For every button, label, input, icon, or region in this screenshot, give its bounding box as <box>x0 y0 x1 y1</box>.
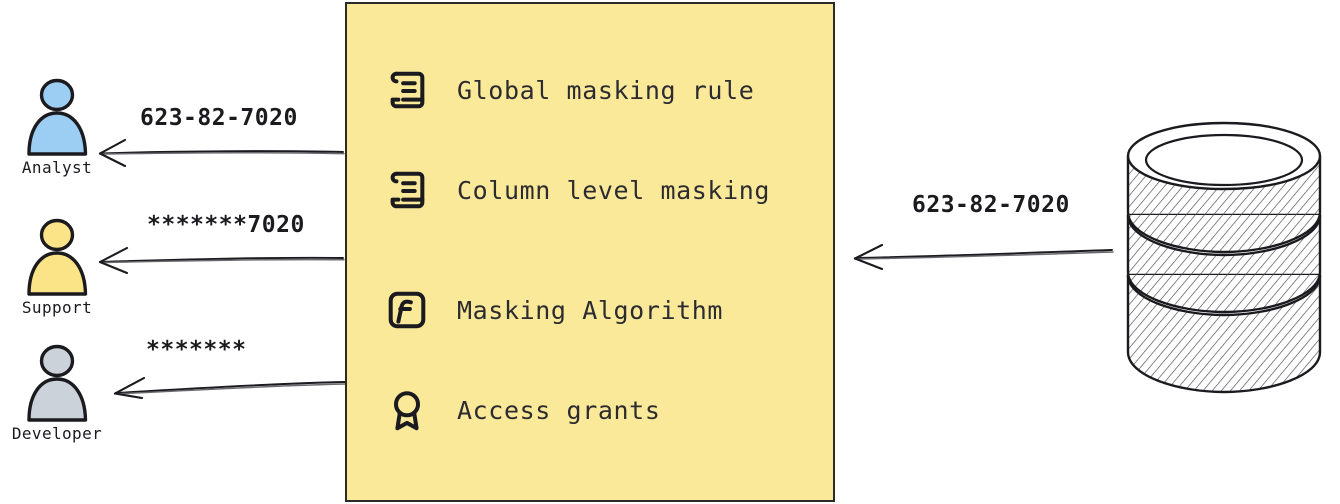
person-icon <box>14 344 100 422</box>
arrow-from-database: 623-82-7020 <box>850 190 1120 270</box>
actor-analyst[interactable]: Analyst <box>2 78 112 177</box>
actor-label: Analyst <box>21 158 93 177</box>
function-icon <box>383 286 431 334</box>
arrow-to-developer: ******* <box>108 337 348 399</box>
feature-label: Column level masking <box>457 175 771 205</box>
person-icon <box>14 218 100 296</box>
database-cylinder-icon <box>1110 120 1340 400</box>
scroll-icon <box>383 166 431 214</box>
arrow-to-support: *******7020 <box>95 212 345 274</box>
masking-features-panel: Global masking rule Column level masking <box>345 2 835 502</box>
feature-label: Global masking rule <box>457 75 755 105</box>
arrow-label-analyst: 623-82-7020 <box>140 105 298 131</box>
feature-label: Access grants <box>457 395 661 425</box>
arrow-label-database: 623-82-7020 <box>912 192 1070 218</box>
feature-row-column-level-masking[interactable]: Column level masking <box>383 166 770 214</box>
feature-label: Masking Algorithm <box>457 295 724 325</box>
person-icon <box>14 78 100 156</box>
arrow-to-analyst: 623-82-7020 <box>95 105 345 167</box>
actor-support[interactable]: Support <box>2 218 112 317</box>
feature-row-access-grants[interactable]: Access grants <box>383 386 660 434</box>
award-icon <box>383 386 431 434</box>
scroll-icon <box>383 66 431 114</box>
actor-label: Developer <box>11 424 103 443</box>
actor-developer[interactable]: Developer <box>2 344 112 443</box>
arrow-label-support: *******7020 <box>147 212 305 238</box>
arrow-label-developer: ******* <box>146 337 247 363</box>
feature-row-masking-algorithm[interactable]: Masking Algorithm <box>383 286 723 334</box>
actor-label: Support <box>21 298 93 317</box>
feature-row-global-masking-rule[interactable]: Global masking rule <box>383 66 754 114</box>
